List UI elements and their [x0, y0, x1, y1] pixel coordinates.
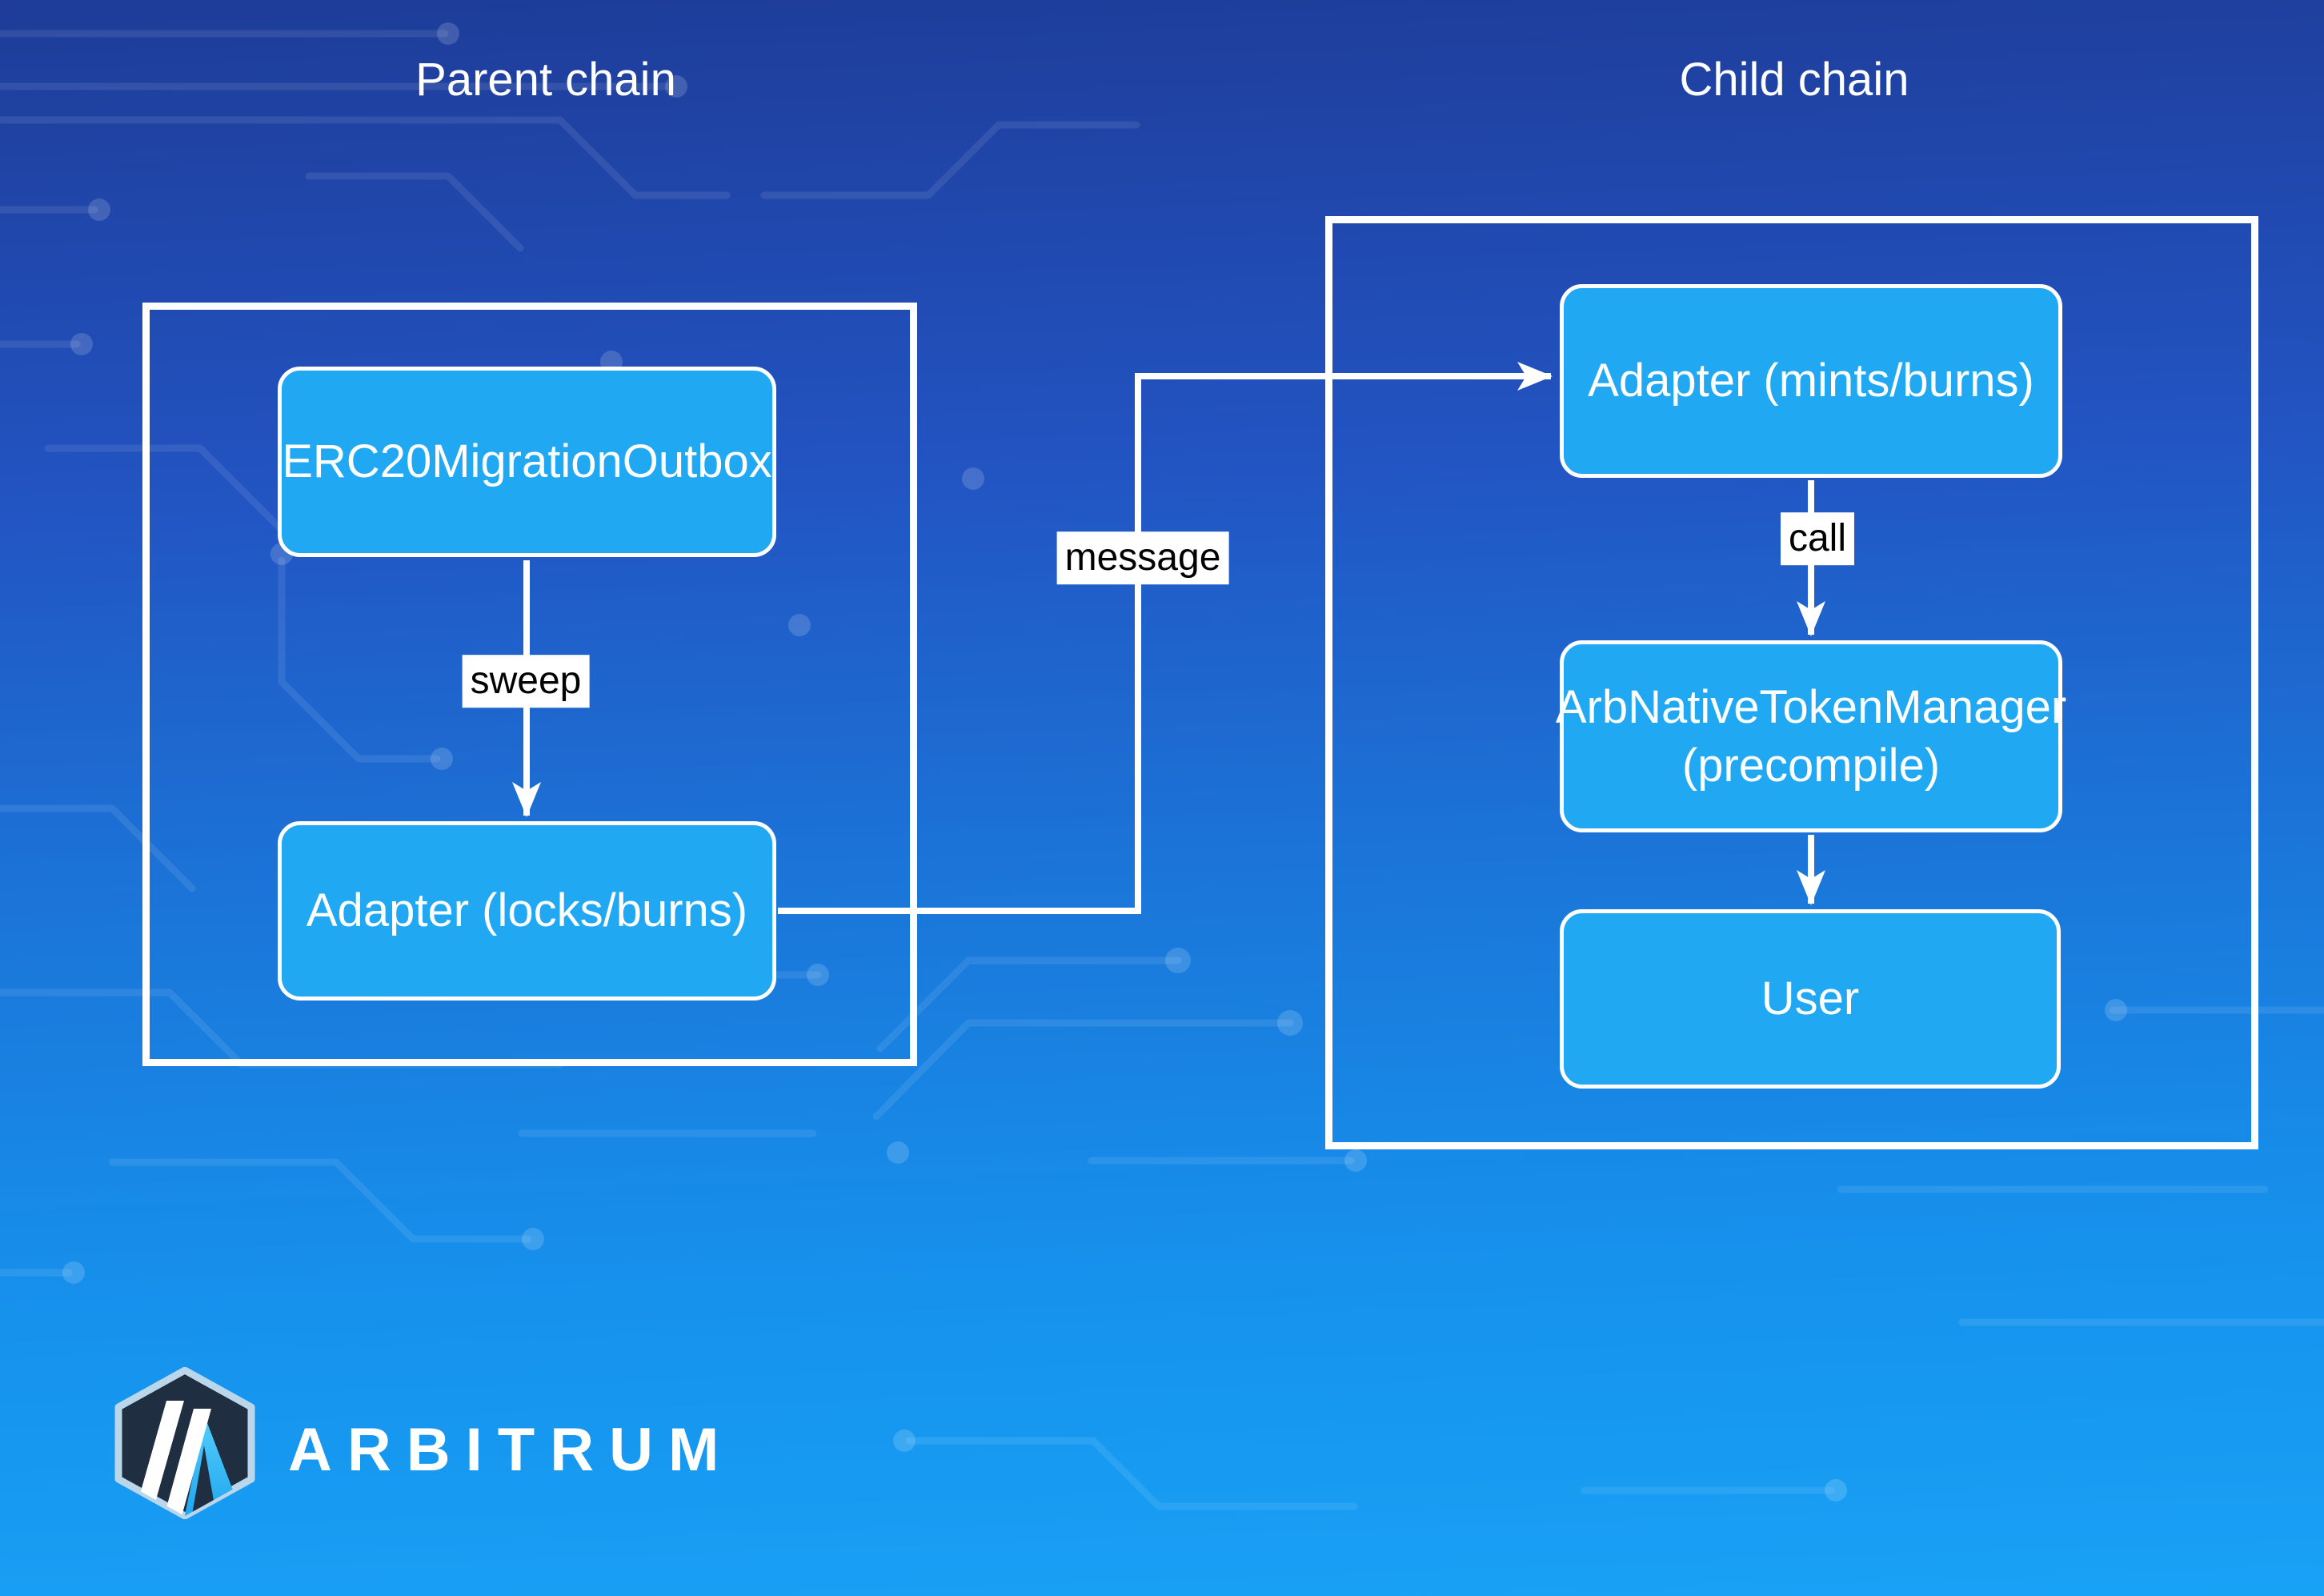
parent-chain-title: Parent chain [415, 54, 676, 106]
node-user: User [1560, 909, 2061, 1089]
edge-label-sweep: sweep [462, 655, 590, 708]
child-chain-title: Child chain [1679, 54, 1909, 106]
edge-label-call: call [1780, 512, 1855, 565]
node-adapter-locks-burns: Adapter (locks/burns) [278, 821, 776, 1001]
arbitrum-wordmark: ARBITRUM [288, 1416, 735, 1484]
node-label-line1: ArbNativeTokenManager [1555, 680, 2067, 733]
node-erc20migrationoutbox: ERC20MigrationOutbox [278, 367, 776, 557]
node-label: User [1761, 972, 1860, 1025]
node-label-line2: (precompile) [1681, 740, 1941, 792]
node-label: Adapter (mints/burns) [1588, 355, 2034, 407]
node-arbnativetokenmanager: ArbNativeTokenManager (precompile) [1556, 640, 2066, 832]
node-label: Adapter (locks/burns) [306, 884, 748, 937]
node-label: ERC20MigrationOutbox [282, 435, 772, 488]
edge-message-arrow [778, 362, 1553, 914]
parent-chain-container [142, 303, 917, 1066]
node-adapter-mints-burns: Adapter (mints/burns) [1560, 284, 2062, 478]
arbitrum-logo-icon [114, 1367, 255, 1519]
edge-label-message: message [1056, 531, 1229, 584]
child-chain-container [1325, 216, 2258, 1149]
